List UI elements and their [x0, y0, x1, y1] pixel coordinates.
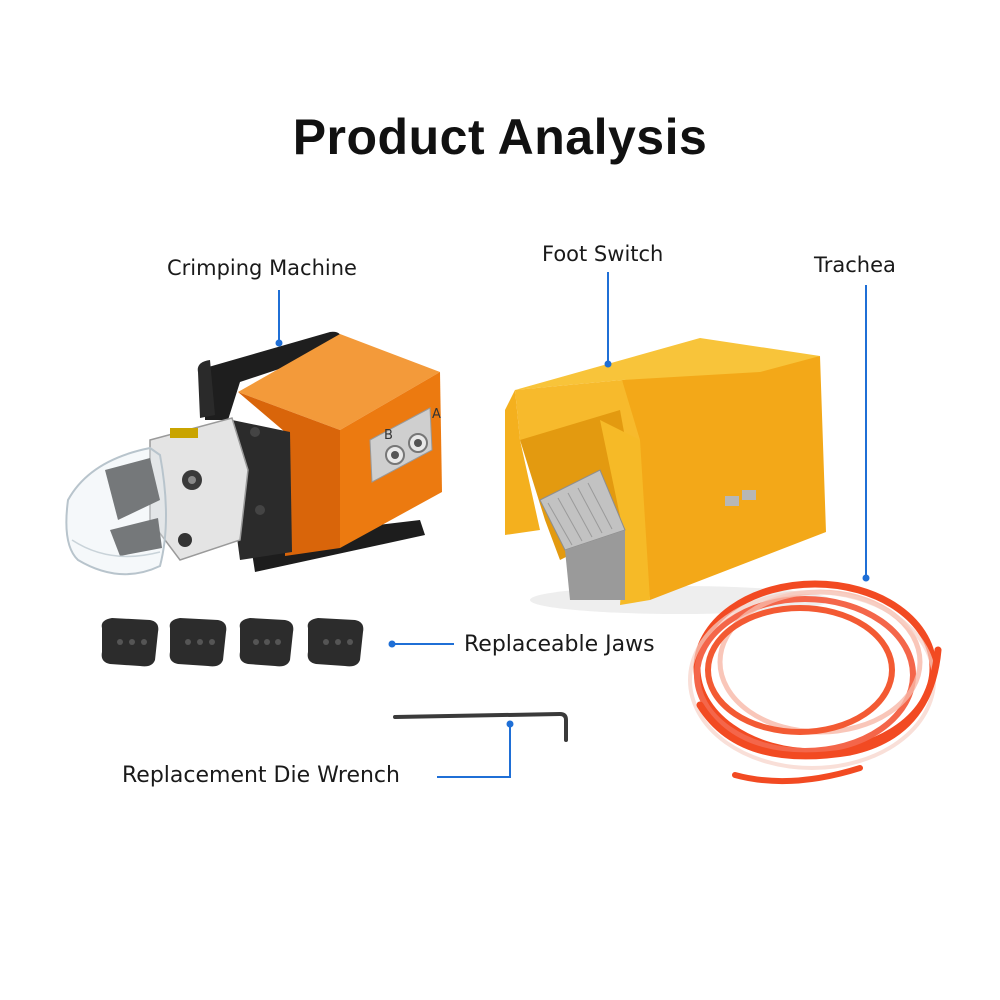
leader-dot	[388, 640, 396, 648]
foot-switch-illustration	[505, 338, 830, 614]
leader-lines	[275, 272, 870, 778]
jaw-die	[307, 618, 364, 667]
label-replaceable-jaws: Replaceable Jaws	[464, 632, 655, 657]
crimping-machine-illustration: B A	[65, 331, 442, 576]
replaceable-jaws-illustration	[101, 618, 364, 667]
label-foot-switch: Foot Switch	[542, 242, 664, 266]
jaw-die	[101, 618, 159, 667]
leader-dot	[862, 574, 870, 582]
trachea-tube-illustration	[688, 580, 942, 785]
port-b-label: B	[384, 428, 393, 443]
leader-dot	[275, 339, 283, 347]
page-title: Product Analysis	[292, 109, 708, 165]
port-a-label: A	[432, 407, 441, 422]
leader-dot	[506, 720, 514, 728]
leader-line-wrench	[437, 724, 511, 778]
label-trachea: Trachea	[814, 253, 896, 277]
die-wrench-illustration	[393, 711, 568, 742]
leader-dot	[604, 360, 612, 368]
label-crimping-machine: Crimping Machine	[167, 256, 357, 280]
label-replacement-die-wrench: Replacement Die Wrench	[122, 763, 400, 788]
jaw-die	[239, 618, 294, 667]
jaw-die	[169, 618, 227, 667]
